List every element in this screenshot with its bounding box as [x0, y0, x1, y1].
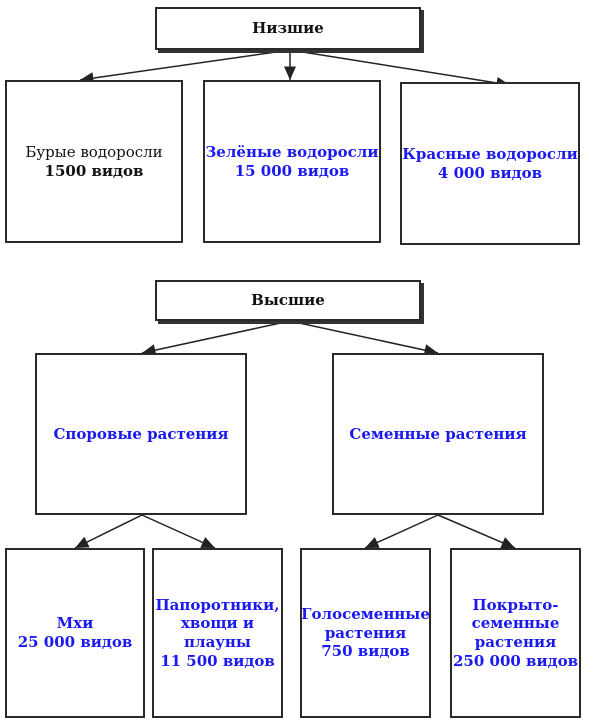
gymnosperms-line-2: растения: [324, 623, 407, 642]
mosses-name: Мхи: [56, 614, 94, 633]
box-ferns: Папоротники, хвощи и плауны 11 500 видов: [152, 548, 283, 718]
box-mosses: Мхи 25 000 видов: [5, 548, 145, 718]
box-seed-plants: Семенные растения: [332, 353, 544, 515]
spore-plants-label: Споровые растения: [53, 424, 229, 443]
header-lower-plants: Низшие: [155, 7, 421, 50]
green-algae-count: 15 000 видов: [234, 161, 350, 180]
ferns-count: 11 500 видов: [160, 651, 275, 670]
green-algae-name: Зелёные водоросли: [205, 142, 379, 161]
header-higher-plants-label: Высшие: [251, 291, 325, 310]
angiosperms-count: 250 000 видов: [452, 651, 579, 670]
gymnosperms-count: 750 видов: [321, 642, 410, 661]
ferns-line-2: хвощи и: [180, 614, 255, 633]
brown-algae-name: Бурые водоросли: [25, 142, 163, 161]
ferns-line-3: плауны: [184, 633, 251, 651]
box-angiosperms: Покрыто- семенные растения 250 000 видов: [450, 548, 581, 718]
box-spore-plants: Споровые растения: [35, 353, 247, 515]
red-algae-name: Красные водоросли: [402, 144, 578, 163]
angiosperms-line-1: Покрыто-: [472, 595, 559, 614]
box-brown-algae: Бурые водоросли 1500 видов: [5, 80, 183, 243]
angiosperms-line-3: растения: [474, 633, 557, 651]
gymnosperms-line-1: Голосеменные: [301, 604, 430, 623]
mosses-count: 25 000 видов: [17, 633, 133, 651]
header-higher-plants: Высшие: [155, 280, 421, 321]
ferns-line-1: Папоротники,: [155, 595, 280, 614]
header-lower-plants-label: Низшие: [252, 19, 324, 38]
red-algae-count: 4 000 видов: [437, 163, 543, 182]
box-gymnosperms: Голосеменные растения 750 видов: [300, 548, 431, 718]
seed-plants-label: Семенные растения: [349, 424, 527, 443]
brown-algae-count: 1500 видов: [44, 161, 144, 180]
box-green-algae: Зелёные водоросли 15 000 видов: [203, 80, 381, 243]
box-red-algae: Красные водоросли 4 000 видов: [400, 82, 580, 245]
angiosperms-line-2: семенные: [471, 614, 560, 633]
